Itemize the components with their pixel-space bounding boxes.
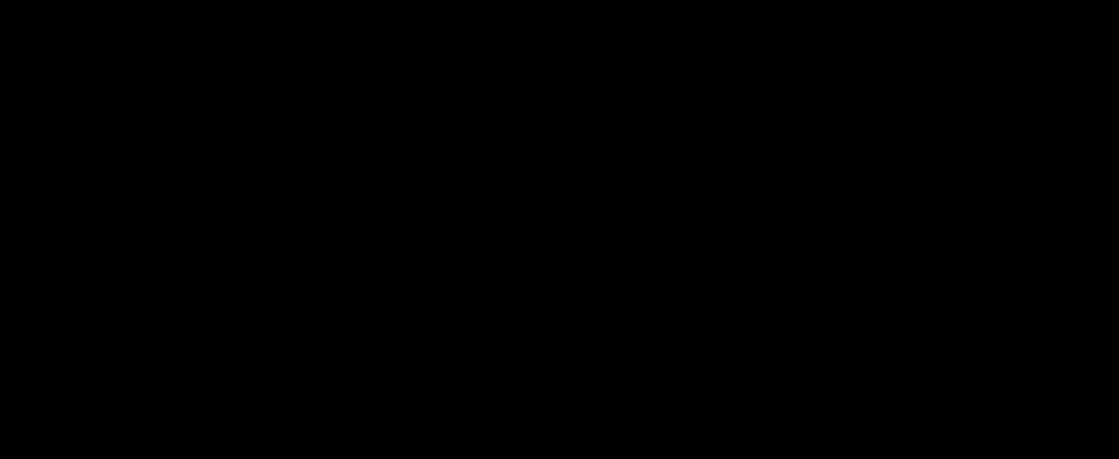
compaction-diagram bbox=[0, 0, 1119, 459]
diagram-stage bbox=[0, 0, 1119, 459]
